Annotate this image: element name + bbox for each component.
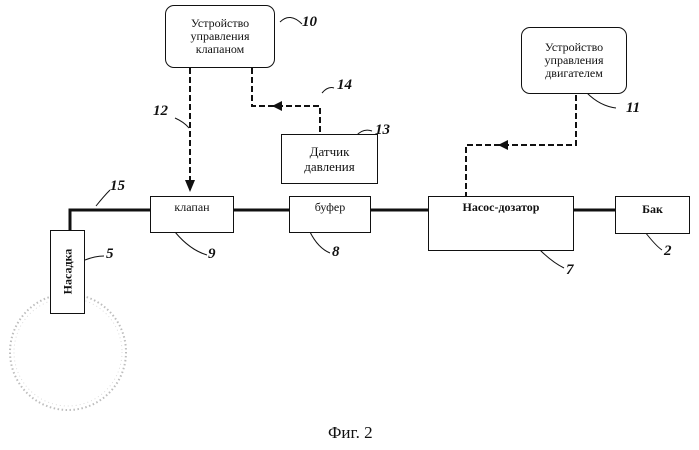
valve-label: клапан	[174, 201, 209, 214]
leader-9	[175, 232, 207, 255]
motor-controller-box: Устройство управления двигателем	[521, 27, 627, 94]
leader-14	[322, 88, 334, 93]
main-line	[70, 210, 152, 232]
tank-label: Бак	[642, 203, 663, 216]
buffer-label: буфер	[315, 201, 345, 214]
valve-controller-box: Устройство управления клапаном	[165, 5, 275, 68]
pump-label: Насос-дозатор	[463, 201, 540, 214]
leader-7	[540, 250, 564, 268]
leader-12	[175, 118, 189, 128]
arrow-14	[272, 101, 282, 111]
ref-number-14: 14	[337, 77, 352, 94]
leader-10	[280, 17, 302, 24]
valve-controller-label: Устройство управления клапаном	[191, 17, 250, 56]
motor-controller-label: Устройство управления двигателем	[545, 41, 604, 80]
ref-number-2: 2	[664, 243, 672, 260]
ref-number-13: 13	[375, 122, 390, 139]
leader-5	[85, 256, 104, 260]
buffer-box: буфер	[289, 196, 371, 233]
leader-11	[587, 93, 616, 108]
pressure-sensor-box: Датчик давления	[281, 134, 378, 184]
ref-number-9: 9	[208, 246, 216, 263]
ref-number-10: 10	[302, 14, 317, 31]
ref-number-7: 7	[566, 262, 574, 279]
ref-number-5: 5	[106, 246, 114, 263]
leader-2	[645, 232, 662, 250]
ref-number-11: 11	[626, 100, 640, 117]
pressure-sensor-label: Датчик давления	[304, 144, 355, 174]
pump-box: Насос-дозатор	[428, 196, 574, 251]
spray-circle-inner	[14, 298, 122, 406]
leader-15	[96, 190, 110, 206]
ref-number-8: 8	[332, 244, 340, 261]
dashed-line-14	[252, 68, 320, 134]
valve-box: клапан	[150, 196, 234, 233]
leader-8	[310, 232, 330, 253]
figure-caption: Фиг. 2	[328, 423, 373, 443]
arrow-12	[185, 180, 195, 192]
ref-number-15: 15	[110, 178, 125, 195]
arrow-11	[498, 140, 508, 150]
dashed-line-11	[466, 95, 576, 197]
tank-box: Бак	[615, 196, 690, 234]
nozzle-label: Насадка	[61, 242, 76, 302]
ref-number-12: 12	[153, 103, 168, 120]
